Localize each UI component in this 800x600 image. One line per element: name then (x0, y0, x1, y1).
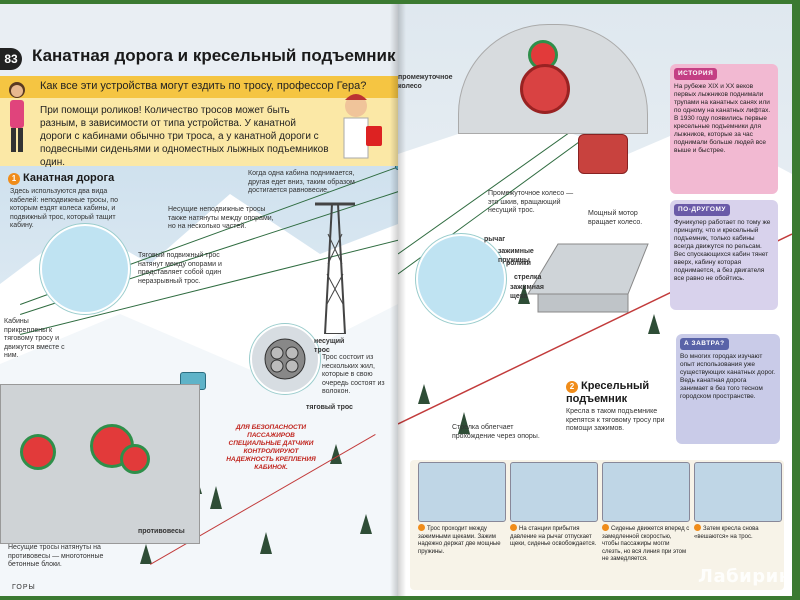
step-4-caption: Затем кресла снова «вешаются» на трос. (694, 526, 759, 540)
other-way-box: По-другому Фуникулер работает по тому же… (670, 200, 778, 310)
watermark-logo: Лабиринт (698, 566, 792, 587)
terminal-building (527, 243, 649, 313)
bullwheel-icon (20, 434, 56, 470)
section-number-2: 2 (566, 381, 578, 393)
step-1-caption: Трос проходит между зажимными щеками. За… (418, 526, 501, 555)
cabins-note: Кабины прикреплены к тяговому тросу и дв… (4, 318, 65, 359)
page-title: Канатная дорога и кресельный подъемник (32, 46, 396, 65)
tomorrow-box: А завтра? Во многих городах изучают опыт… (676, 334, 780, 444)
step-1-image (418, 462, 506, 522)
tomorrow-title: А завтра? (680, 338, 729, 350)
answer-box (0, 98, 398, 166)
history-text: На рубеже XIX и XX веков первых лыжников… (674, 83, 771, 154)
step-bullet-icon (602, 524, 609, 531)
arrow-note: Стрелка облегчает прохождение через опор… (452, 424, 540, 440)
page-footer: ГОРЫ (12, 584, 36, 591)
step-4-image (694, 462, 782, 522)
bullwheel-icon (120, 444, 150, 474)
tomorrow-text: Во многих городах изучают опыт использов… (680, 353, 776, 400)
rope-strands-icon (264, 338, 306, 380)
right-page: промежуточное колесо Промежуточное колес… (398, 4, 792, 596)
intro-answer: При помощи роликов! Количество тросов мо… (40, 105, 329, 168)
step-2-image (510, 462, 598, 522)
motor-note: Мощный мотор вращает колесо. (588, 210, 643, 226)
other-way-text: Фуникулер работает по тому же принципу, … (674, 219, 771, 282)
springs-label: зажимные пружины (498, 248, 534, 264)
step-bullet-icon (694, 524, 701, 531)
step-bullet-icon (510, 524, 517, 531)
chairlift-text: Кресла в таком подъемнике крепятся к тяг… (566, 408, 665, 432)
step-2-text: На станции прибытия давление на рычаг от… (510, 524, 598, 549)
intermediate-wheel-top-label: промежуточное колесо (398, 74, 453, 90)
question-bar (0, 76, 398, 98)
arrow-label: стрелка (514, 274, 542, 281)
tension-note: Несущие тросы натянуты на противовесы — … (8, 544, 104, 568)
pylon-illustration (315, 202, 355, 334)
motor-wheel-icon (520, 64, 570, 114)
other-way-title: По-другому (674, 204, 730, 216)
roller-label: ролики (506, 260, 531, 267)
haul-rope-label: тяговый трос (306, 404, 353, 411)
counterweights-label: противовесы (138, 528, 185, 535)
step-3-text: Сиденье движется вперед с замедленной ск… (602, 524, 690, 564)
grip-zoom-circle (416, 234, 506, 324)
carrying-cables-note: Несущие неподвижные тросы также натянуты… (168, 206, 274, 230)
step-bullet-icon (418, 524, 425, 531)
step-2-caption: На станции прибытия давление на рычаг от… (510, 526, 597, 547)
history-box: История На рубеже XIX и XX веков первых … (670, 64, 778, 194)
clamp-label: зажимная щека (510, 284, 544, 300)
step-3-image (602, 462, 690, 522)
step-1-text: Трос проходит между зажимными щеками. За… (418, 524, 506, 556)
haul-cable-note: Тяговый подвижный трос натянут между опо… (138, 252, 222, 285)
rope-description: Трос состоит из нескольких жил, которые … (322, 354, 385, 395)
professor-character-icon (343, 94, 382, 159)
girl-character-icon (9, 82, 25, 152)
carrying-rope-label: несущий трос (314, 338, 345, 354)
motor-icon (578, 134, 628, 174)
cable-car-title-text: Канатная дорога (23, 172, 115, 184)
wheel-zoom-circle (40, 224, 130, 314)
cable-car-text: Здесь используются два вида кабелей: неп… (10, 188, 118, 229)
intro-question: Как все эти устройства могут ездить по т… (40, 80, 367, 92)
step-4-text: Затем кресла снова «вешаются» на трос. (694, 524, 782, 541)
left-page: 83 Канатная дорога и кресельный подъемни… (0, 4, 398, 596)
history-title: История (674, 68, 718, 80)
section-number-1: 1 (8, 173, 20, 185)
page-number: 83 (0, 48, 22, 70)
book-spine (390, 4, 406, 596)
lever-label: рычаг (484, 236, 506, 243)
step-3-caption: Сиденье движется вперед с замедленной ск… (602, 526, 690, 562)
balance-note: Когда одна кабина поднимается, другая ед… (248, 170, 355, 194)
safety-callout: ДЛЯ БЕЗОПАСНОСТИ ПАССАЖИРОВ СПЕЦИАЛЬНЫЕ … (226, 424, 316, 471)
chairlift-title-text: Кресельный подъемник (566, 380, 650, 405)
intermediate-wheel-note: Промежуточное колесо — это шкив, вращающ… (488, 190, 574, 214)
